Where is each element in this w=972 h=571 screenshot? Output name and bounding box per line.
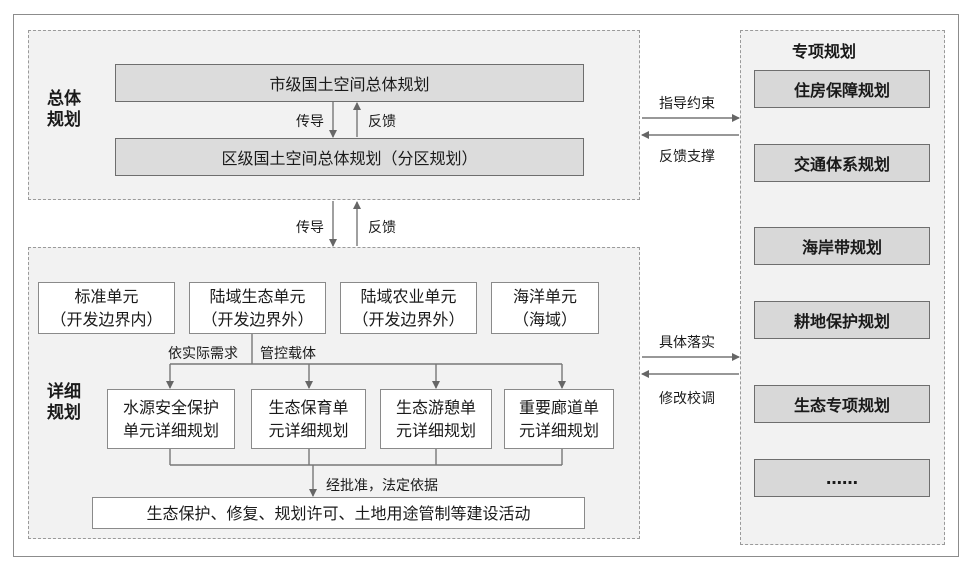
plan-box-recreation: 生态游憩单元详细规划 xyxy=(380,389,492,449)
overall-down-label: 传导 xyxy=(296,114,324,130)
revise-label: 修改校调 xyxy=(659,391,715,407)
outer-frame xyxy=(13,14,959,557)
unit-box-land-agri: 陆域农业单元（开发边界外） xyxy=(340,282,477,334)
special-item-farmland: 耕地保护规划 xyxy=(754,301,930,339)
overall-planning-title: 总体规划 xyxy=(47,89,81,130)
approval-note: 经批准，法定依据 xyxy=(326,478,438,494)
special-item-transport: 交通体系规划 xyxy=(754,144,930,182)
implement-label: 具体落实 xyxy=(659,335,715,351)
unit-box-ocean: 海洋单元（海域） xyxy=(491,282,599,334)
between-up-label: 反馈 xyxy=(368,220,396,236)
plan-box-conservation: 生态保育单元详细规划 xyxy=(251,389,366,449)
unit-box-land-eco: 陆域生态单元（开发边界外） xyxy=(189,282,326,334)
unit-box-standard: 标准单元（开发边界内） xyxy=(38,282,175,334)
plan-box-water: 水源安全保护单元详细规划 xyxy=(107,389,235,449)
city-plan-box: 市级国土空间总体规划 xyxy=(115,64,584,102)
overall-up-label: 反馈 xyxy=(368,114,396,130)
special-item-more: …… xyxy=(754,459,930,497)
between-down-label: 传导 xyxy=(296,220,324,236)
guide-constrain-label: 指导约束 xyxy=(659,96,715,112)
actual-need-note: 依实际需求 xyxy=(168,346,238,362)
feedback-support-label: 反馈支撑 xyxy=(659,149,715,165)
plan-box-corridor: 重要廊道单元详细规划 xyxy=(504,389,614,449)
special-item-housing: 住房保障规划 xyxy=(754,70,930,108)
special-item-coast: 海岸带规划 xyxy=(754,227,930,265)
special-item-ecology: 生态专项规划 xyxy=(754,385,930,423)
control-carrier-note: 管控载体 xyxy=(260,346,316,362)
special-planning-title: 专项规划 xyxy=(792,42,857,61)
detail-planning-title: 详细规划 xyxy=(47,382,81,423)
activities-box: 生态保护、修复、规划许可、土地用途管制等建设活动 xyxy=(92,497,585,529)
district-plan-box: 区级国土空间总体规划（分区规划） xyxy=(115,138,584,176)
